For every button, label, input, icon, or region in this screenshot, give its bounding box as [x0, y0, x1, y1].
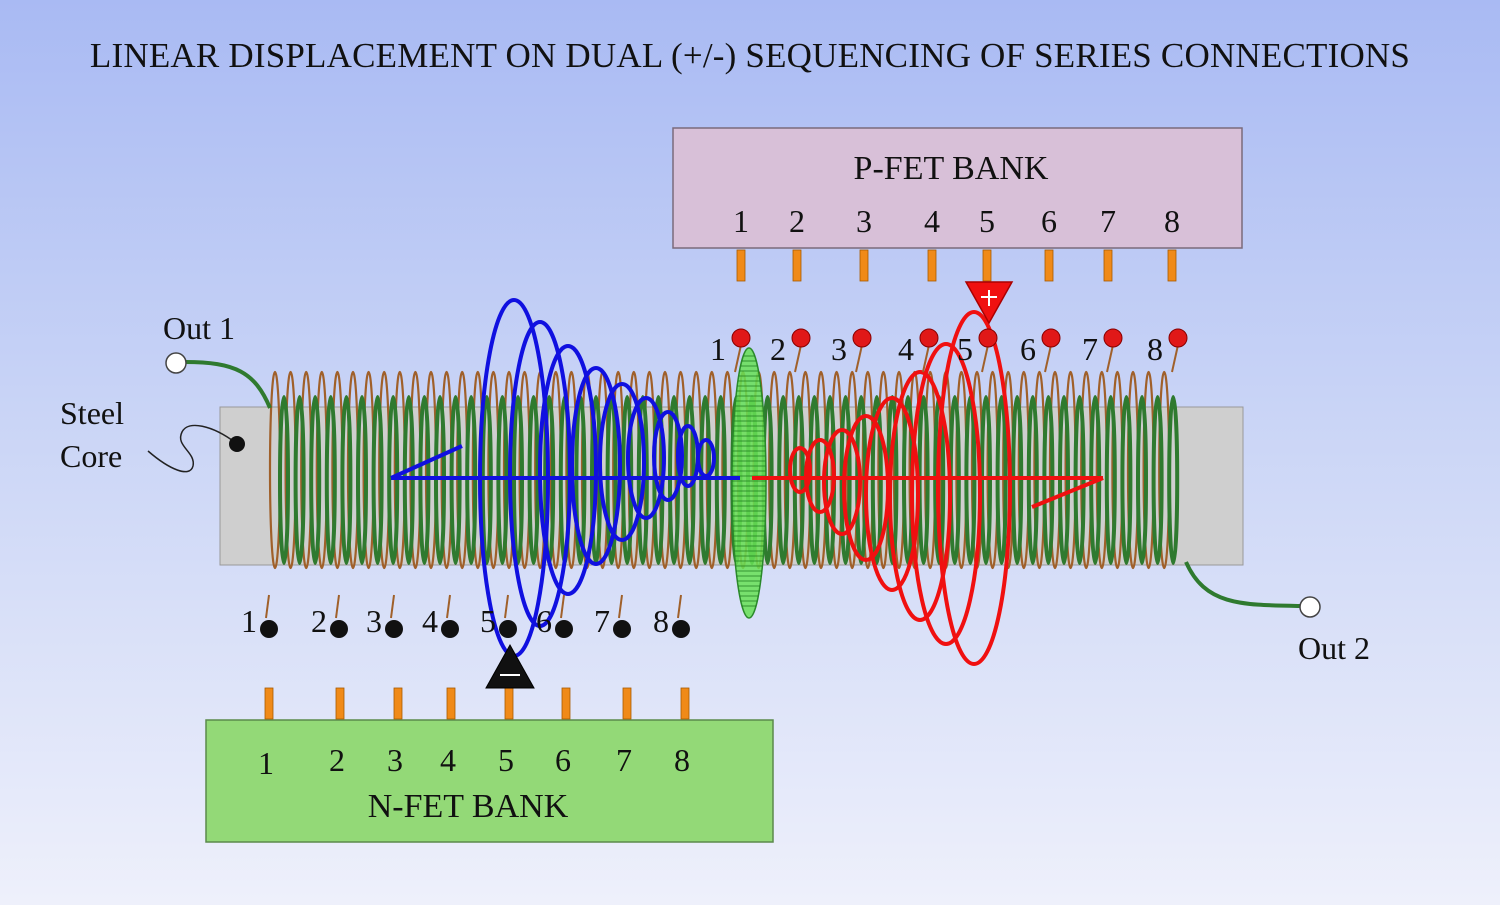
bottom-tap-label: 7	[594, 603, 610, 639]
top-tap-point[interactable]	[1041, 328, 1061, 348]
n-fet-pin[interactable]	[561, 687, 571, 720]
steel-core-label: Steel Core	[60, 395, 245, 474]
top-tap-point[interactable]	[731, 328, 751, 348]
top-tap-label: 2	[770, 331, 786, 367]
p-fet-pin-label: 7	[1100, 203, 1116, 239]
triangle-up-minus-icon	[485, 643, 535, 689]
n-fet-pins	[264, 687, 690, 720]
positive-field-loops	[788, 310, 1012, 666]
n-fet-pin[interactable]	[446, 687, 456, 720]
n-fet-pin-label: 5	[498, 742, 514, 778]
n-fet-bank-label: N-FET BANK	[368, 788, 569, 825]
top-tap-point[interactable]	[978, 328, 998, 348]
p-fet-pin-label: 8	[1164, 203, 1180, 239]
n-fet-pin[interactable]	[264, 687, 274, 720]
n-fet-bank: N-FET BANK 1 2 3 4 5 6 7 8	[205, 719, 774, 843]
bottom-tap-point[interactable]	[672, 620, 690, 638]
bottom-tap-label: 4	[422, 603, 438, 639]
top-tap-label: 3	[831, 331, 847, 367]
bottom-tap-label: 3	[366, 603, 382, 639]
out-2-terminal[interactable]	[1299, 596, 1321, 618]
out-1-label: Out 1	[163, 310, 235, 346]
n-fet-pin-label: 4	[440, 742, 456, 778]
top-tap-label: 6	[1020, 331, 1036, 367]
out-2-label: Out 2	[1298, 630, 1370, 666]
n-fet-pin[interactable]	[622, 687, 632, 720]
p-fet-bank-label: P-FET BANK	[854, 150, 1049, 187]
out-1-lead: Out 1	[163, 310, 272, 409]
p-fet-pin[interactable]	[736, 249, 746, 282]
p-fet-pin[interactable]	[982, 249, 992, 282]
bottom-tap-point[interactable]	[260, 620, 278, 638]
out-1-terminal[interactable]	[165, 352, 187, 374]
bottom-tap-label: 5	[480, 603, 496, 639]
n-fet-pin[interactable]	[393, 687, 403, 720]
core-label-line1: Steel	[60, 395, 124, 431]
negative-field-loops	[478, 298, 716, 658]
p-fet-pin-label: 6	[1041, 203, 1057, 239]
p-fet-pin[interactable]	[1167, 249, 1177, 282]
out-2-lead: Out 2	[1184, 561, 1370, 666]
p-fet-pin-label: 5	[979, 203, 995, 239]
top-tap-points: 1 2 3 4 5 6 7 8	[710, 328, 1188, 373]
n-fet-pin-label: 2	[329, 742, 345, 778]
page-title: LINEAR DISPLACEMENT ON DUAL (+/-) SEQUEN…	[89, 36, 1411, 75]
bottom-tap-point[interactable]	[385, 620, 403, 638]
p-fet-pin[interactable]	[1044, 249, 1054, 282]
n-fet-pin-label: 3	[387, 742, 403, 778]
top-tap-label: 4	[898, 331, 914, 367]
field-boundary-disc	[731, 347, 767, 619]
p-fet-pins	[736, 249, 1177, 282]
p-fet-pin-label: 3	[856, 203, 872, 239]
top-tap-point[interactable]	[919, 328, 939, 348]
n-fet-pin-label: 6	[555, 742, 571, 778]
p-fet-pin[interactable]	[792, 249, 802, 282]
triangle-down-plus-icon	[964, 281, 1014, 325]
top-tap-point[interactable]	[852, 328, 872, 348]
bottom-tap-point[interactable]	[613, 620, 631, 638]
bottom-tap-point[interactable]	[499, 620, 517, 638]
top-tap-label: 8	[1147, 331, 1163, 367]
n-fet-pin[interactable]	[680, 687, 690, 720]
bottom-tap-points: 1 2 3 4 5 6 7 8	[241, 594, 690, 639]
top-tap-label: 5	[957, 331, 973, 367]
n-fet-pin-label: 7	[616, 742, 632, 778]
bottom-tap-point[interactable]	[441, 620, 459, 638]
bottom-tap-label: 8	[653, 603, 669, 639]
p-fet-pin-label: 4	[924, 203, 940, 239]
bottom-tap-label: 1	[241, 603, 257, 639]
p-fet-pin[interactable]	[927, 249, 937, 282]
top-tap-label: 7	[1082, 331, 1098, 367]
p-fet-pin-label: 2	[789, 203, 805, 239]
p-fet-pin-label: 1	[733, 203, 749, 239]
top-tap-point[interactable]	[791, 328, 811, 348]
top-tap-label: 1	[710, 331, 726, 367]
negative-field-arrow	[390, 444, 740, 480]
top-tap-point[interactable]	[1103, 328, 1123, 348]
n-fet-pin-label: 8	[674, 742, 690, 778]
n-fet-pin[interactable]	[504, 687, 514, 720]
core-label-line2: Core	[60, 438, 122, 474]
bottom-tap-label: 2	[311, 603, 327, 639]
p-fet-pin[interactable]	[859, 249, 869, 282]
bottom-tap-point[interactable]	[555, 620, 573, 638]
p-fet-bank: P-FET BANK 1 2 3 4 5 6 7 8	[672, 127, 1243, 249]
n-fet-pin-label: 1	[258, 745, 274, 781]
bottom-tap-point[interactable]	[330, 620, 348, 638]
positive-field-arrow	[752, 476, 1104, 509]
p-fet-pin[interactable]	[1103, 249, 1113, 282]
top-tap-point[interactable]	[1168, 328, 1188, 348]
n-fet-pin[interactable]	[335, 687, 345, 720]
bottom-tap-label: 6	[536, 603, 552, 639]
